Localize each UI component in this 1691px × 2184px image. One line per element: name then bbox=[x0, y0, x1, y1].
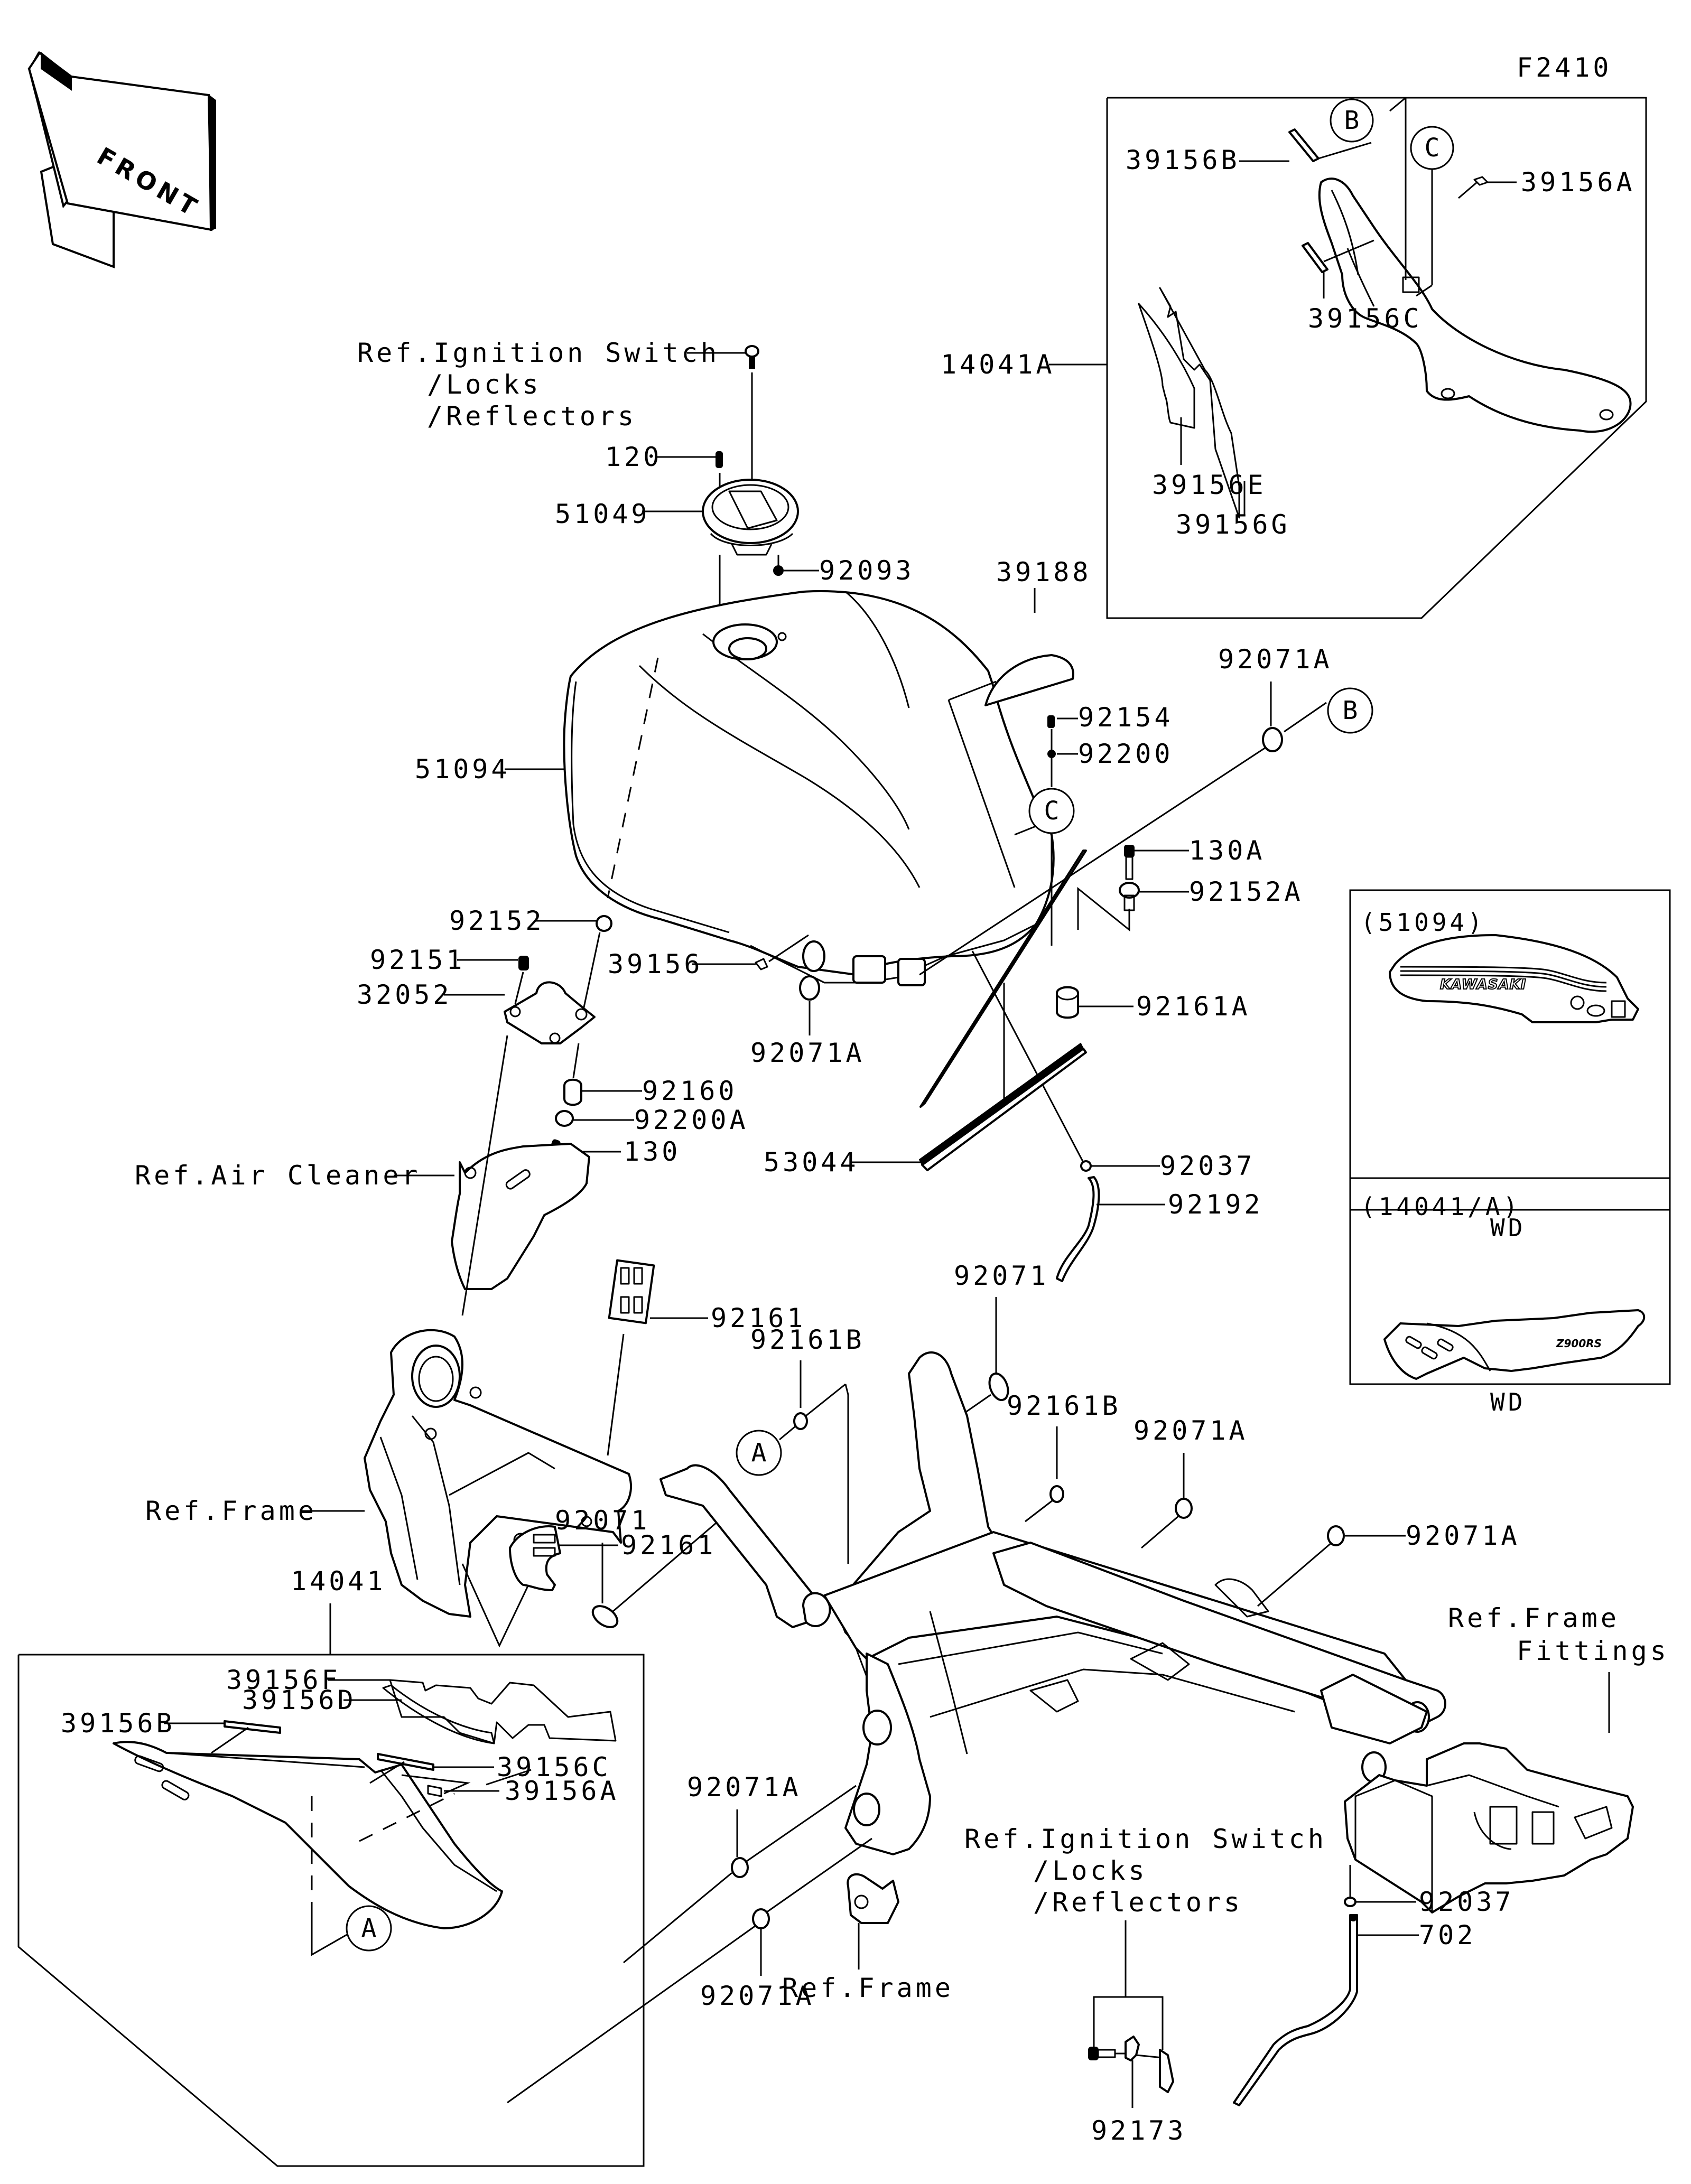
inset-14041: 14041 39156F 39156D 39156B 39156C 39156A bbox=[17, 1566, 645, 2167]
callout-C[interactable] bbox=[1410, 126, 1454, 170]
label-130[interactable]: 130 bbox=[624, 1136, 681, 1167]
label-51049[interactable]: 51049 bbox=[555, 499, 651, 529]
label-ref-frame-fittings-1[interactable]: Ref.Frame bbox=[1448, 1603, 1620, 1634]
label-ref-ignition-top-3[interactable]: /Reflectors bbox=[427, 401, 637, 432]
label-92152A[interactable]: 92152A bbox=[1189, 876, 1304, 907]
label-39156A-inset[interactable]: 39156A bbox=[1521, 167, 1636, 198]
label-39156F[interactable]: 39156F bbox=[226, 1665, 341, 1695]
label-92071A-tank[interactable]: 92071A bbox=[750, 1038, 865, 1068]
label-ref-frame-bottom[interactable]: Ref.Frame bbox=[782, 1973, 954, 2003]
label-53044[interactable]: 53044 bbox=[764, 1147, 859, 1178]
label-ref-ignition-bot-3[interactable]: /Reflectors bbox=[1033, 1887, 1243, 1918]
label-39156C-inset[interactable]: 39156C bbox=[1308, 303, 1423, 334]
label-92154[interactable]: 92154 bbox=[1078, 702, 1174, 733]
callout-A-frame[interactable] bbox=[736, 1430, 782, 1476]
label-51094[interactable]: 51094 bbox=[415, 754, 510, 785]
variant-51094-title[interactable]: (51094) bbox=[1361, 908, 1485, 937]
front-frame-group: Ref.Air Cleaner 92161 Ref.Frame 92161 bbox=[135, 1035, 806, 1648]
label-92161-upper[interactable]: 92161 bbox=[711, 1303, 806, 1333]
tank-rear-hardware: 92154 92200 C 92071A B 130A 92152A 92161… bbox=[608, 644, 1373, 1282]
callout-C-text: C bbox=[1425, 133, 1440, 163]
label-39188[interactable]: 39188 bbox=[996, 557, 1092, 587]
callout-A-inset-text: A bbox=[361, 1914, 377, 1943]
label-39156D[interactable]: 39156D bbox=[242, 1685, 357, 1715]
label-ref-ignition-bot-2[interactable]: /Locks bbox=[1033, 1855, 1148, 1886]
tank-front-mount: 92152 92151 32052 92160 92200A 130 bbox=[357, 906, 749, 1167]
inset-14041A: 14041A B C 39156B 39156A 39156C bbox=[941, 97, 1647, 619]
label-39156B-lower[interactable]: 39156B bbox=[61, 1708, 175, 1739]
label-92161A[interactable]: 92161A bbox=[1136, 991, 1251, 1022]
label-92037-tank[interactable]: 92037 bbox=[1160, 1151, 1256, 1181]
label-39156[interactable]: 39156 bbox=[608, 949, 703, 979]
variant-14041A-title[interactable]: (14041/A) bbox=[1361, 1192, 1521, 1221]
label-39156G[interactable]: 39156G bbox=[1176, 509, 1290, 540]
label-92071A-lower2[interactable]: 92071A bbox=[700, 1981, 815, 2011]
label-92071A-mid[interactable]: 92071A bbox=[1133, 1415, 1248, 1446]
label-92161B-right[interactable]: 92161B bbox=[1007, 1390, 1121, 1421]
callout-C-tank-text: C bbox=[1044, 796, 1060, 826]
label-39156E[interactable]: 39156E bbox=[1152, 470, 1267, 500]
callout-A-frame-text: A bbox=[751, 1438, 767, 1468]
label-92200A[interactable]: 92200A bbox=[634, 1105, 749, 1135]
main-frame: 92071 92161B A 92161B 92071A 92071A 9207… bbox=[555, 1261, 1520, 2003]
callout-B-tank-text: B bbox=[1343, 696, 1358, 725]
callout-B[interactable] bbox=[1330, 98, 1374, 143]
label-ref-ignition-bot-1[interactable]: Ref.Ignition Switch bbox=[964, 1824, 1327, 1854]
label-39156B-inset[interactable]: 39156B bbox=[1126, 145, 1240, 175]
reflector-bracket-group: Ref.Ignition Switch /Locks /Reflectors 9… bbox=[964, 1824, 1327, 2146]
label-14041A[interactable]: 14041A bbox=[941, 349, 1055, 380]
front-arrow-icon: FRONT bbox=[27, 51, 216, 268]
fuel-tank: 51094 bbox=[415, 590, 1074, 986]
label-92192[interactable]: 92192 bbox=[1168, 1189, 1263, 1220]
label-ref-ignition-top-1[interactable]: Ref.Ignition Switch bbox=[357, 338, 720, 368]
figure-id: F2410 bbox=[1517, 52, 1612, 83]
label-ref-air-cleaner[interactable]: Ref.Air Cleaner bbox=[135, 1160, 421, 1191]
label-92151[interactable]: 92151 bbox=[370, 945, 466, 975]
label-ref-frame-fittings-2[interactable]: Fittings bbox=[1517, 1636, 1669, 1666]
label-92071A-top[interactable]: 92071A bbox=[1218, 644, 1333, 675]
callout-A-inset[interactable] bbox=[346, 1905, 392, 1952]
callout-C-tank[interactable] bbox=[1028, 788, 1075, 834]
variant-14041A-caption: WD bbox=[1490, 1388, 1526, 1416]
label-14041[interactable]: 14041 bbox=[291, 1566, 386, 1597]
label-39156C-lower[interactable]: 39156C bbox=[497, 1752, 611, 1782]
label-92037-bottom[interactable]: 92037 bbox=[1419, 1887, 1515, 1917]
variant-box-14041A: (14041/A) Z900RS WD bbox=[1349, 1177, 1671, 1416]
variant-box-51094: (51094) KAWASAKI WD bbox=[1349, 889, 1671, 1242]
label-92161B-left[interactable]: 92161B bbox=[750, 1324, 865, 1355]
label-ref-ignition-top-2[interactable]: /Locks bbox=[427, 369, 542, 400]
variant-51094-caption: WD bbox=[1490, 1214, 1526, 1242]
variant-14041A-logo: Z900RS bbox=[1556, 1337, 1602, 1350]
frame-fittings-group: Ref.Frame Fittings 92037 702 bbox=[1233, 1603, 1669, 2106]
label-92071A-lower1[interactable]: 92071A bbox=[687, 1772, 802, 1803]
label-92160[interactable]: 92160 bbox=[642, 1076, 738, 1106]
callout-B-text: B bbox=[1344, 106, 1360, 135]
label-39156A-lower[interactable]: 39156A bbox=[505, 1776, 619, 1806]
label-120[interactable]: 120 bbox=[605, 442, 662, 472]
label-92071-left[interactable]: 92071 bbox=[555, 1505, 651, 1536]
fuel-cap-icon bbox=[702, 479, 799, 556]
label-92071A-far[interactable]: 92071A bbox=[1406, 1520, 1520, 1551]
label-92200[interactable]: 92200 bbox=[1078, 739, 1174, 769]
fuel-cap-group: Ref.Ignition Switch /Locks /Reflectors 1… bbox=[357, 338, 1092, 660]
label-92152[interactable]: 92152 bbox=[449, 906, 545, 936]
lower-grommets: 92071A 92071A bbox=[507, 1772, 872, 2104]
callout-B-tank[interactable] bbox=[1327, 687, 1373, 734]
key-cylinder-icon bbox=[745, 345, 759, 369]
label-ref-frame-left[interactable]: Ref.Frame bbox=[145, 1496, 317, 1526]
label-32052[interactable]: 32052 bbox=[357, 979, 452, 1010]
label-92173[interactable]: 92173 bbox=[1091, 2115, 1187, 2146]
label-702[interactable]: 702 bbox=[1419, 1920, 1476, 1950]
variant-51094-logo: KAWASAKI bbox=[1440, 977, 1526, 993]
label-130A[interactable]: 130A bbox=[1189, 835, 1265, 866]
label-92161-lower[interactable]: 92161 bbox=[621, 1530, 717, 1561]
label-92093[interactable]: 92093 bbox=[819, 555, 915, 586]
label-92071-right[interactable]: 92071 bbox=[954, 1261, 1049, 1291]
